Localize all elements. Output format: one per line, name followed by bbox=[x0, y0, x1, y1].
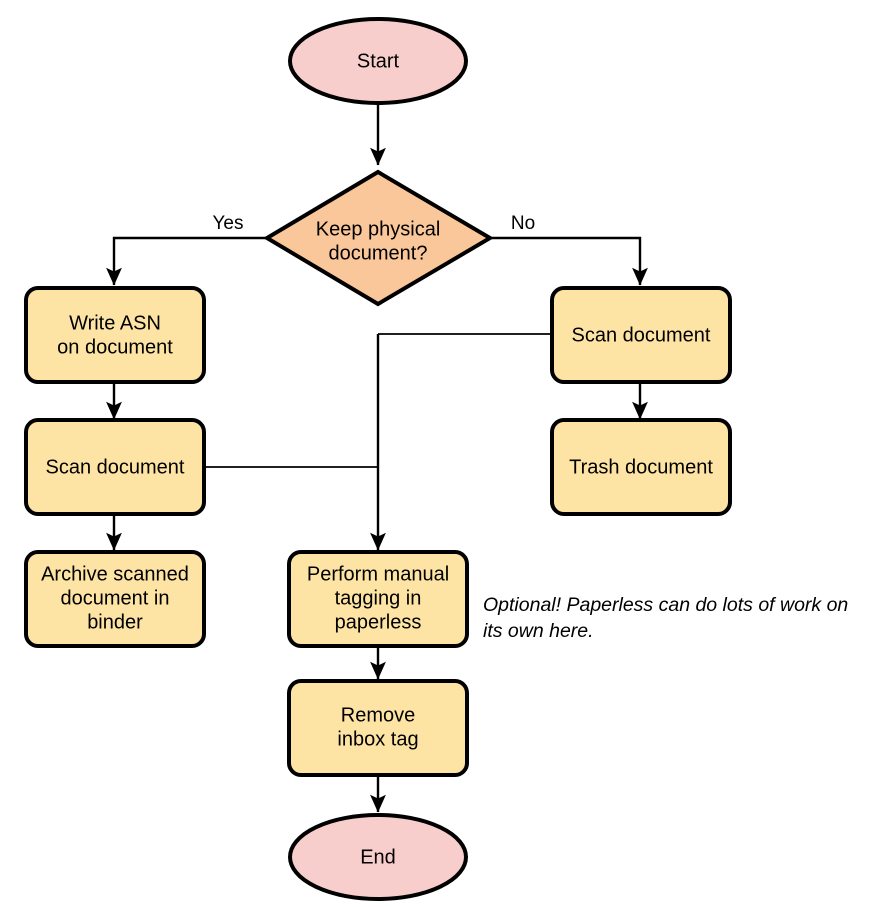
annotation-note-line2: its own here. bbox=[483, 620, 594, 642]
node-trash-document-label: Trash document bbox=[569, 456, 713, 478]
node-scan-document-right[interactable]: Scan document bbox=[550, 286, 732, 384]
node-scan-document-left-label: Scan document bbox=[46, 456, 185, 478]
annotation-note-line1: Optional! Paperless can do lots of work … bbox=[483, 594, 848, 616]
node-end-label: End bbox=[360, 846, 396, 868]
edge-label-no: No bbox=[511, 213, 535, 234]
node-scan-document-right-label: Scan document bbox=[572, 324, 711, 346]
node-archive-scanned-document[interactable]: Archive scanned document in binder bbox=[24, 550, 206, 648]
node-archive-label-line1: Archive scanned bbox=[41, 563, 189, 585]
node-tagging-label-line2: tagging in bbox=[335, 587, 422, 609]
node-archive-label-line3: binder bbox=[87, 611, 143, 633]
node-write-asn-label-line2: on document bbox=[57, 336, 173, 358]
node-decision-keep-physical-document[interactable]: Keep physical document? bbox=[263, 169, 494, 307]
node-tagging-label-line1: Perform manual bbox=[307, 563, 449, 585]
node-start[interactable]: Start bbox=[288, 17, 468, 105]
node-write-asn[interactable]: Write ASN on document bbox=[24, 286, 206, 384]
node-archive-label-line2: document in bbox=[61, 587, 170, 609]
node-write-asn-label-line1: Write ASN bbox=[69, 312, 161, 334]
node-scan-document-left[interactable]: Scan document bbox=[24, 418, 206, 516]
annotation-note-optional: Optional! Paperless can do lots of work … bbox=[483, 594, 848, 642]
node-decision-label-line1: Keep physical bbox=[316, 218, 441, 240]
node-remove-inbox-label-line1: Remove bbox=[341, 704, 415, 726]
edge-decision-no-to-scan-right bbox=[490, 236, 648, 286]
node-tagging-label-line3: paperless bbox=[335, 611, 422, 633]
edge-decision-yes-to-write-asn bbox=[106, 236, 267, 286]
node-trash-document[interactable]: Trash document bbox=[550, 418, 732, 516]
node-remove-inbox-label-line2: inbox tag bbox=[337, 728, 418, 750]
node-remove-inbox-tag[interactable]: Remove inbox tag bbox=[287, 679, 469, 777]
node-start-label: Start bbox=[357, 50, 400, 72]
node-perform-manual-tagging[interactable]: Perform manual tagging in paperless bbox=[287, 550, 469, 648]
node-decision-label-line2: document? bbox=[329, 242, 428, 264]
node-end[interactable]: End bbox=[288, 813, 468, 901]
edge-label-yes: Yes bbox=[213, 213, 244, 234]
